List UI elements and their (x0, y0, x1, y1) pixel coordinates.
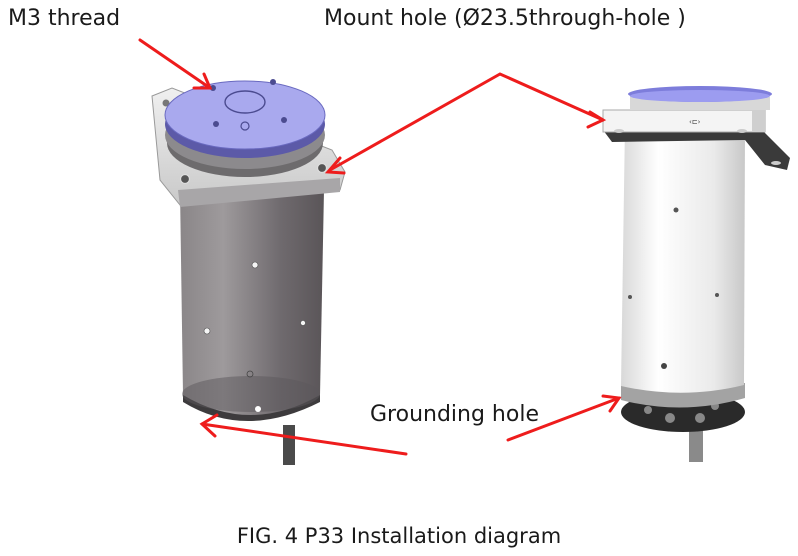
m3-thread-label: M3 thread (8, 6, 121, 31)
svg-text:‹⊏›: ‹⊏› (689, 118, 701, 126)
grounding-hole-label: Grounding hole (370, 402, 539, 427)
right-slip-ring: ‹⊏› (602, 86, 790, 462)
left-slip-ring (151, 79, 346, 465)
mount-hole-label: Mount hole (Ø23.5through-hole ) (324, 6, 686, 31)
callout-arrows (138, 38, 622, 456)
figure-caption: FIG. 4 P33 Installation diagram (236, 524, 562, 548)
